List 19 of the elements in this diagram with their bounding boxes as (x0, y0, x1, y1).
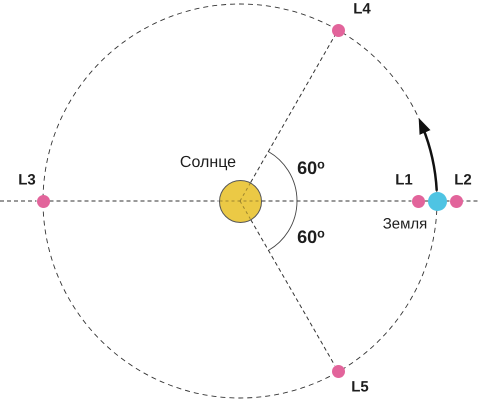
dashed-line (250, 219, 336, 366)
lagrange-point (412, 194, 424, 208)
point-label: L4 (353, 2, 371, 16)
dashed-line (49, 200, 219, 202)
point-label: L2 (454, 172, 472, 188)
dashed-line (250, 35, 336, 183)
angle-label: 60$^{o}$ (297, 159, 325, 177)
point-label: L5 (351, 380, 369, 394)
point-label: L3 (18, 172, 36, 188)
lagrange-point (36, 194, 50, 208)
earth-circle (428, 192, 446, 210)
lagrange-point (332, 364, 344, 378)
sun-label: Солнце (180, 155, 236, 171)
lagrange-point (450, 194, 462, 208)
earth-label: Земля (382, 216, 428, 232)
lagrange-point (332, 24, 344, 36)
angle-label: 60$^{o}$ (297, 228, 325, 246)
dashed-line (261, 200, 412, 202)
point-label: L1 (395, 172, 413, 188)
